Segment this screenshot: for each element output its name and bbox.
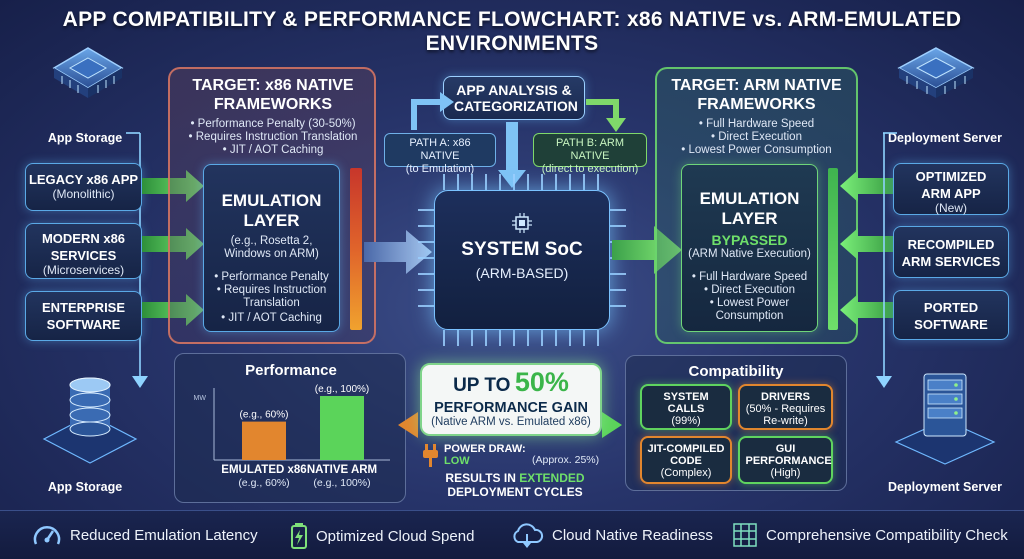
- x86-panel-title: TARGET: x86 NATIVE FRAMEWORKS: [192, 77, 354, 113]
- footer-item-cloud-spend[interactable]: Optimized Cloud Spend: [290, 522, 474, 550]
- speed-gauge-bar: [828, 168, 838, 330]
- cpu-icon: [512, 213, 532, 233]
- app-storage-chip-icon: [52, 47, 124, 98]
- app-analysis-box[interactable]: APP ANALYSIS & CATEGORIZATION: [443, 76, 585, 120]
- results-text: RESULTS IN EXTENDED DEPLOYMENT CYCLES: [445, 471, 585, 499]
- performance-category-label-2: NATIVE ARM: [307, 464, 377, 476]
- performance-bar-2: [320, 396, 364, 460]
- grid-check-icon: [733, 523, 757, 547]
- performance-bar-value-2: (e.g., 100%): [315, 384, 369, 395]
- bypassed-status: BYPASSED: [711, 232, 788, 248]
- app-storage-database-icon: [42, 377, 138, 464]
- soc-to-arm-arrow: [612, 226, 682, 274]
- gain-value: 50%: [514, 367, 569, 397]
- optimized-arm-app-box[interactable]: OPTIMIZED ARM APP (New): [893, 163, 1009, 215]
- legacy-x86-app-box[interactable]: LEGACY x86 APP (Monolithic): [25, 163, 142, 211]
- performance-category-sub-1: (e.g., 60%): [238, 477, 289, 489]
- compatibility-title: Compatibility: [688, 363, 784, 380]
- compat-gui-performance: GUI PERFORMANCE (High): [738, 436, 833, 484]
- soc-subtitle: (ARM-BASED): [475, 265, 569, 281]
- ported-software-box[interactable]: PORTED SOFTWARE: [893, 290, 1009, 340]
- performance-bar-chart: MW (e.g., 60%)EMULATED x86(e.g., 60%)(e.…: [194, 384, 390, 489]
- path-a-box[interactable]: PATH A: x86 NATIVE (to Emulation): [384, 133, 496, 175]
- recompiled-arm-services-box[interactable]: RECOMPILED ARM SERVICES: [893, 226, 1009, 278]
- footer-item-cloud-native[interactable]: Cloud Native Readiness: [510, 522, 713, 548]
- enterprise-software-box[interactable]: ENTERPRISE SOFTWARE: [25, 291, 142, 341]
- app-storage-top-label: App Storage: [47, 131, 123, 145]
- compat-drivers: DRIVERS (50% - Requires Re-write): [738, 384, 833, 430]
- power-note: (Approx. 25%): [532, 454, 600, 466]
- compat-jit-code: JIT-COMPILED CODE (Complex): [640, 436, 732, 484]
- deployment-server-rack-icon: [894, 373, 996, 465]
- power-plug-icon: [423, 444, 438, 467]
- deployment-server-bottom-label: Deployment Server: [888, 480, 1002, 494]
- performance-bar-1: [242, 421, 286, 460]
- x86-panel-bullets: • Performance Penalty (30-50%) • Require…: [188, 118, 358, 156]
- arm-panel-title: TARGET: ARM NATIVE FRAMEWORKS: [671, 77, 842, 113]
- performance-gain-box: UP TO 50% PERFORMANCE GAIN (Native ARM v…: [420, 363, 602, 436]
- path-connector-arrows: [411, 92, 626, 188]
- performance-panel: [174, 353, 406, 503]
- cloud-icon: [513, 523, 544, 548]
- deployment-server-top-label: Deployment Server: [888, 131, 1002, 145]
- performance-category-label-1: EMULATED x86: [221, 464, 306, 476]
- soc-title: SYSTEM SoC: [461, 239, 583, 260]
- page-title: APP COMPATIBILITY & PERFORMANCE FLOWCHAR…: [62, 8, 962, 55]
- gain-right-arrow: [602, 412, 622, 438]
- footer-bar: [0, 510, 1024, 559]
- right-flow-arrows: [840, 170, 902, 326]
- footer-item-compat-check[interactable]: Comprehensive Compatibility Check: [732, 522, 1008, 548]
- arm-emulation-layer-box: EMULATION LAYER BYPASSED (ARM Native Exe…: [681, 164, 818, 332]
- deployment-server-chip-icon: [897, 47, 975, 98]
- emulation-layer-box: EMULATION LAYER (e.g., Rosetta 2, Window…: [203, 164, 340, 332]
- modern-x86-services-box[interactable]: MODERN x86 SERVICES (Microservices): [25, 223, 142, 279]
- performance-axis-tick: MW: [194, 395, 207, 402]
- battery-icon: [291, 523, 307, 549]
- power-draw: POWER DRAW: LOW: [444, 443, 526, 467]
- performance-category-sub-2: (e.g., 100%): [313, 477, 370, 489]
- compat-system-calls: SYSTEM CALLS (99%): [640, 384, 732, 430]
- performance-title: Performance: [245, 362, 337, 379]
- performance-bar-value-1: (e.g., 60%): [240, 410, 289, 421]
- arm-panel-bullets: • Full Hardware Speed • Direct Execution…: [681, 118, 832, 156]
- gain-left-arrow: [398, 412, 418, 438]
- penalty-gauge-bar: [350, 168, 362, 330]
- left-flow-arrows: [142, 170, 204, 326]
- path-b-box[interactable]: PATH B: ARM NATIVE (direct to execution): [533, 133, 647, 175]
- emulation-to-soc-arrow: [364, 230, 432, 274]
- app-storage-bottom-label: App Storage: [47, 480, 123, 494]
- gauge-icon: [33, 526, 61, 545]
- footer-item-latency[interactable]: Reduced Emulation Latency: [32, 522, 258, 548]
- system-soc-chip: SYSTEM SoC (ARM-BASED): [434, 190, 610, 330]
